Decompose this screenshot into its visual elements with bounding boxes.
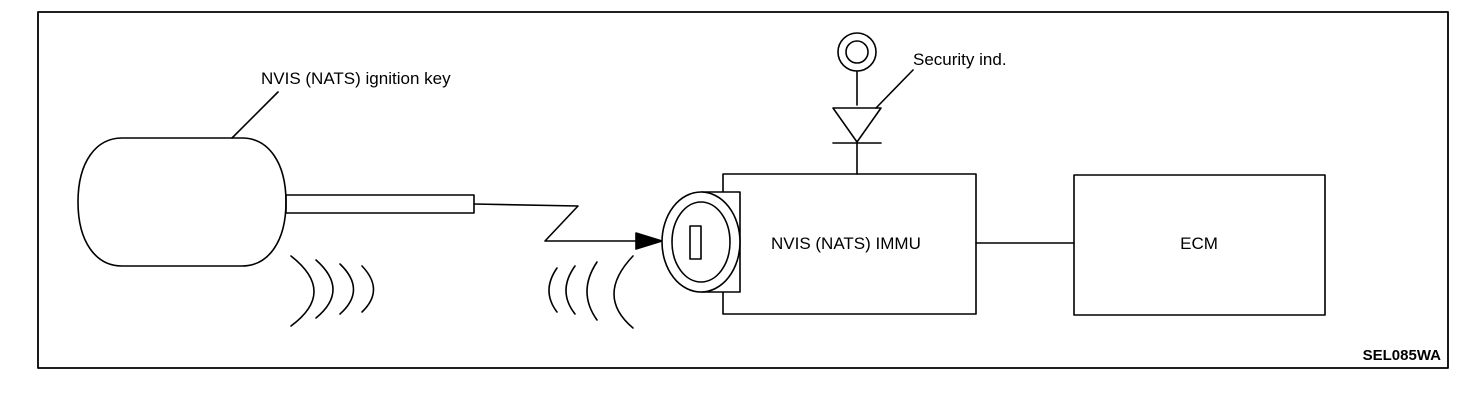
ecm-label: ECM xyxy=(1180,234,1218,253)
security-indicator-label: Security ind. xyxy=(913,50,1007,69)
receiver-radio-waves xyxy=(548,255,634,329)
key-blade xyxy=(285,194,475,214)
ignition-key-leader xyxy=(231,91,279,139)
key-radio-waves xyxy=(290,255,375,327)
security-indicator xyxy=(832,32,882,175)
indicator-lamp-icon xyxy=(837,32,877,72)
figure-frame xyxy=(37,11,1449,369)
signal-arrowhead xyxy=(635,232,663,250)
key-head xyxy=(77,137,287,267)
key-cylinder-ring xyxy=(671,201,731,283)
immu-label: NVIS (NATS) IMMU xyxy=(771,234,921,253)
key-cylinder xyxy=(661,191,741,293)
ecm-box xyxy=(1073,174,1326,316)
figure-code-label: SEL085WA xyxy=(1363,347,1442,364)
diode-icon xyxy=(832,107,882,143)
signal-line xyxy=(473,203,637,242)
key-slot-icon xyxy=(689,225,702,260)
ignition-key xyxy=(77,137,475,267)
security-indicator-leader xyxy=(875,69,914,109)
ignition-key-label: NVIS (NATS) ignition key xyxy=(261,69,451,88)
